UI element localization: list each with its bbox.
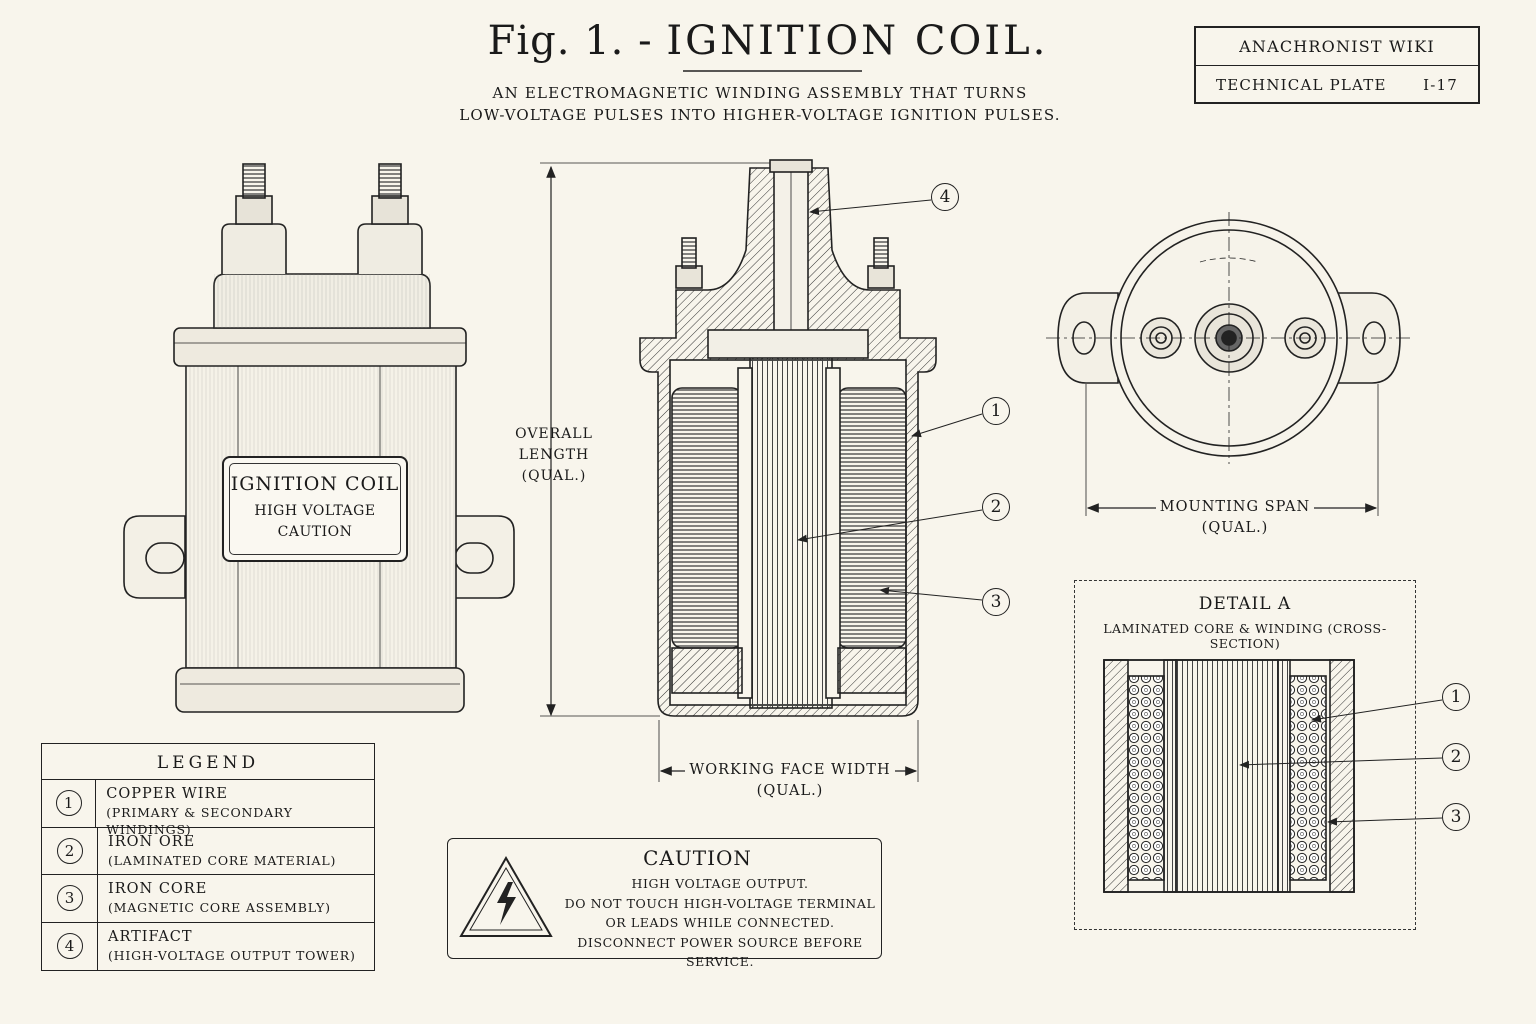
legend-row: 2 IRON ORE (LAMINATED CORE MATERIAL) [42, 827, 374, 875]
fig-label: Fig. 1. - [487, 18, 653, 64]
detail-callout-3: 3 [1442, 803, 1470, 831]
legend-table: LEGEND 1 COPPER WIRE (PRIMARY & SECONDAR… [41, 743, 375, 971]
dim-text: (QUAL.) [521, 468, 587, 484]
legend-row: 3 IRON CORE (MAGNETIC CORE ASSEMBLY) [42, 875, 374, 923]
caution-text: HIGH VOLTAGE OUTPUT. DO NOT TOUCH HIGH-V… [560, 874, 880, 972]
dim-text: (QUAL.) [1201, 520, 1269, 536]
page-title: Fig. 1. - IGNITION COIL. [0, 18, 1536, 64]
coil-label-plaque: IGNITION COIL HIGH VOLTAGE CAUTION [222, 456, 408, 562]
lightning-bolt-icon [497, 882, 516, 925]
caution-line: DO NOT TOUCH HIGH-VOLTAGE TERMINAL [564, 895, 876, 911]
caution-line: OR LEADS WHILE CONNECTED. [605, 915, 835, 930]
detail-a-frame [1074, 580, 1416, 930]
plaque-line: CAUTION [277, 524, 353, 540]
title-block-source: ANACHRONIST WIKI [1196, 28, 1478, 66]
caution-line: HIGH VOLTAGE OUTPUT. [631, 876, 809, 891]
detail-subtitle: LAMINATED CORE & WINDING (CROSS-SECTION) [1103, 621, 1387, 651]
detail-a-cross-section [1103, 659, 1355, 893]
plaque-title: IGNITION COIL [230, 473, 400, 495]
callout-4: 4 [931, 183, 959, 211]
callout-1: 1 [982, 397, 1010, 425]
caution-line: DISCONNECT POWER SOURCE BEFORE SERVICE. [577, 934, 863, 970]
mounting-span-label: MOUNTING SPAN (QUAL.) [1120, 497, 1350, 539]
warning-triangle-icon [459, 855, 553, 937]
legend-number: 1 [55, 790, 82, 817]
caution-title: CAUTION [643, 846, 752, 870]
dim-text: (QUAL.) [756, 783, 824, 799]
dim-text: OVERALL [515, 426, 593, 442]
coil-top-view [1046, 212, 1412, 464]
page-subtitle: AN ELECTROMAGNETIC WINDING ASSEMBLY THAT… [360, 82, 1160, 126]
legend-desc: (MAGNETIC CORE ASSEMBLY) [108, 900, 331, 915]
legend-desc: (LAMINATED CORE MATERIAL) [108, 852, 337, 868]
title-block: ANACHRONIST WIKI TECHNICAL PLATE I-17 [1194, 26, 1480, 104]
dim-text: MOUNTING SPAN [1155, 499, 1315, 515]
legend-title: LEGEND [42, 744, 374, 780]
legend-number: 3 [56, 885, 83, 912]
legend-row: 4 ARTIFACT (HIGH-VOLTAGE OUTPUT TOWER) [42, 922, 374, 970]
caution-box [447, 838, 882, 959]
dim-text: LENGTH [518, 447, 590, 463]
coil-exterior-view [123, 163, 515, 713]
callout-2: 2 [982, 493, 1010, 521]
detail-title: DETAIL A [1198, 594, 1292, 614]
legend-desc: (PRIMARY & SECONDARY WINDINGS) [106, 805, 293, 837]
plaque-line: HIGH VOLTAGE [254, 503, 376, 519]
legend-name: COPPER WIRE [106, 786, 228, 802]
legend-desc: (HIGH-VOLTAGE OUTPUT TOWER) [108, 947, 356, 963]
coil-cutaway-view [639, 159, 937, 717]
legend-name: IRON ORE [108, 833, 196, 850]
plate-number: I-17 [1423, 76, 1458, 94]
dim-text: WORKING FACE WIDTH [685, 762, 895, 778]
legend-row: 1 COPPER WIRE (PRIMARY & SECONDARY WINDI… [42, 780, 374, 837]
overall-length-label: OVERALL LENGTH (QUAL.) [490, 424, 618, 487]
callout-3: 3 [982, 588, 1010, 616]
detail-callout-2: 2 [1442, 743, 1470, 771]
subtitle-line: LOW-VOLTAGE PULSES INTO HIGHER-VOLTAGE I… [459, 106, 1061, 124]
working-face-width-label: WORKING FACE WIDTH (QUAL.) [660, 760, 920, 802]
detail-callout-1: 1 [1442, 683, 1470, 711]
legend-name: ARTIFACT [108, 928, 193, 945]
plate-label: TECHNICAL PLATE [1216, 76, 1387, 94]
legend-name: IRON CORE [108, 881, 208, 897]
fig-title: IGNITION COIL. [666, 18, 1049, 64]
subtitle-line: AN ELECTROMAGNETIC WINDING ASSEMBLY THAT… [492, 84, 1028, 102]
legend-number: 4 [56, 933, 83, 960]
legend-number: 2 [56, 837, 83, 864]
